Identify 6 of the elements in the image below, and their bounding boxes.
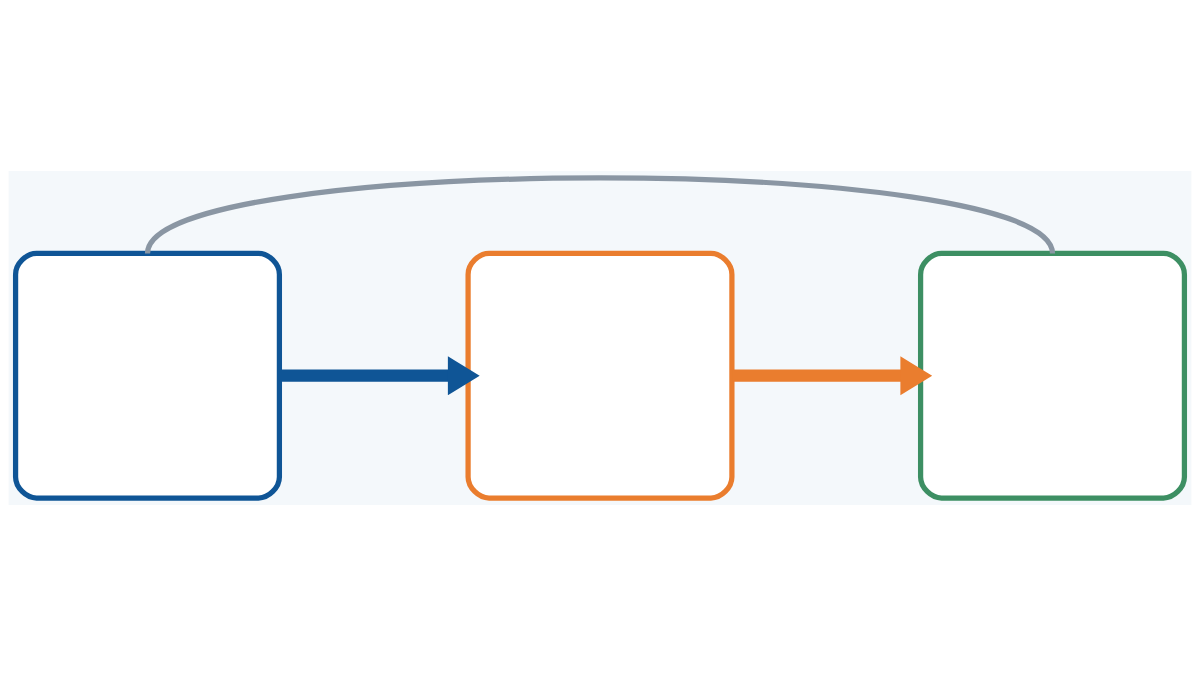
arrow xyxy=(279,355,480,395)
arrow xyxy=(732,355,933,395)
node-box xyxy=(12,250,282,501)
node-box xyxy=(465,250,735,501)
connector xyxy=(145,174,1055,255)
node-box xyxy=(918,250,1188,501)
